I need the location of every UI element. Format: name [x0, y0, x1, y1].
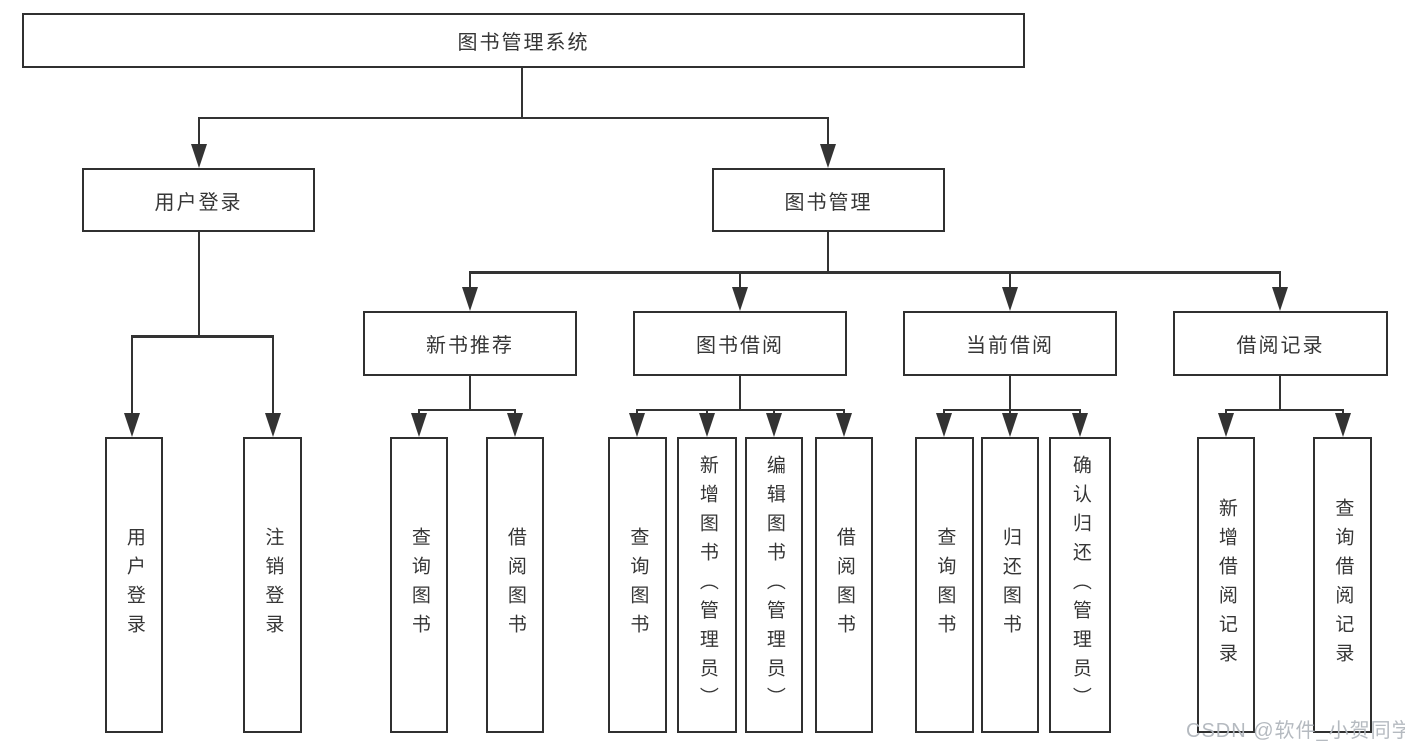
arrow-down-icon	[1335, 413, 1351, 437]
connector-line	[826, 232, 830, 273]
connector-line	[130, 336, 134, 414]
leaf-current-confirm-return-admin: 确认归还（管理员）	[1049, 437, 1111, 733]
leaf-newrec-query-books: 查询图书	[390, 437, 448, 733]
leaf-current-return-books-label: 归还图书	[999, 527, 1021, 643]
connector-line	[468, 272, 472, 289]
arrow-down-icon	[732, 287, 748, 311]
arrow-down-icon	[191, 144, 207, 168]
leaf-borrow-borrow-books-label: 借阅图书	[833, 527, 855, 643]
root-node: 图书管理系统	[22, 13, 1025, 68]
connector-line	[772, 409, 776, 415]
leaf-current-confirm-return-admin-label: 确认归还（管理员）	[1069, 454, 1091, 716]
node-user-login: 用户登录	[82, 168, 315, 232]
leaf-borrow-query-books-label: 查询图书	[627, 527, 649, 643]
connector-line	[1224, 408, 1344, 411]
connector-line	[1278, 376, 1282, 410]
connector-line	[1078, 409, 1082, 415]
root-node-label: 图书管理系统	[457, 32, 590, 54]
node-book-borrowing-label: 图书借阅	[696, 335, 784, 357]
leaf-user-login-label: 用户登录	[123, 527, 145, 643]
arrow-down-icon	[1272, 287, 1288, 311]
leaf-current-query-books-label: 查询图书	[934, 527, 956, 643]
arrow-down-icon	[1002, 413, 1018, 437]
arrow-down-icon	[1218, 413, 1234, 437]
leaf-records-add-record: 新增借阅记录	[1197, 437, 1255, 733]
node-new-book-recommend-label: 新书推荐	[426, 335, 514, 357]
leaf-borrow-edit-books-admin: 编辑图书（管理员）	[745, 437, 803, 733]
connector-line	[635, 408, 845, 411]
arrow-down-icon	[1072, 413, 1088, 437]
connector-line	[738, 272, 742, 289]
leaf-newrec-borrow-books: 借阅图书	[486, 437, 544, 733]
arrow-down-icon	[836, 413, 852, 437]
connector-line	[635, 409, 639, 415]
leaf-borrow-add-books-admin-label: 新增图书（管理员）	[696, 454, 718, 716]
leaf-current-query-books: 查询图书	[915, 437, 974, 733]
node-borrowing-records: 借阅记录	[1173, 311, 1388, 376]
arrow-down-icon	[766, 413, 782, 437]
node-current-borrowing-label: 当前借阅	[966, 335, 1054, 357]
leaf-borrow-query-books: 查询图书	[608, 437, 667, 733]
connector-line	[1008, 272, 1012, 289]
node-current-borrowing: 当前借阅	[903, 311, 1117, 376]
node-book-borrowing: 图书借阅	[633, 311, 847, 376]
arrow-down-icon	[507, 413, 523, 437]
node-borrowing-records-label: 借阅记录	[1236, 335, 1325, 357]
arrow-down-icon	[936, 413, 952, 437]
leaf-newrec-query-books-label: 查询图书	[408, 527, 430, 643]
connector-line	[417, 409, 421, 415]
connector-line	[1008, 409, 1012, 415]
leaf-borrow-edit-books-admin-label: 编辑图书（管理员）	[763, 454, 785, 716]
node-user-login-label: 用户登录	[154, 191, 243, 214]
arrow-down-icon	[265, 413, 281, 437]
connector-line	[197, 232, 201, 337]
connector-line	[468, 271, 1281, 274]
arrow-down-icon	[462, 287, 478, 311]
arrow-down-icon	[124, 413, 140, 437]
node-book-management-label: 图书管理	[784, 191, 873, 214]
connector-line	[130, 335, 274, 338]
connector-line	[197, 117, 201, 146]
connector-line	[738, 376, 742, 410]
connector-line	[271, 336, 275, 414]
leaf-borrow-borrow-books: 借阅图书	[815, 437, 873, 733]
arrow-down-icon	[820, 144, 836, 168]
connector-line	[826, 117, 830, 146]
connector-line	[842, 409, 846, 415]
leaf-records-query-record-label: 查询借阅记录	[1332, 498, 1354, 672]
connector-line	[468, 376, 472, 410]
connector-line	[1224, 409, 1228, 415]
arrow-down-icon	[699, 413, 715, 437]
leaf-records-add-record-label: 新增借阅记录	[1215, 498, 1237, 672]
arrow-down-icon	[1002, 287, 1018, 311]
arrow-down-icon	[629, 413, 645, 437]
leaf-current-return-books: 归还图书	[981, 437, 1039, 733]
leaf-records-query-record: 查询借阅记录	[1313, 437, 1372, 733]
connector-line	[705, 409, 709, 415]
arrow-down-icon	[411, 413, 427, 437]
connector-line	[417, 408, 516, 411]
leaf-newrec-borrow-books-label: 借阅图书	[504, 527, 526, 643]
leaf-borrow-add-books-admin: 新增图书（管理员）	[677, 437, 737, 733]
connector-line	[520, 68, 524, 118]
leaf-logout-login: 注销登录	[243, 437, 302, 733]
node-new-book-recommend: 新书推荐	[363, 311, 577, 376]
leaf-user-login: 用户登录	[105, 437, 163, 733]
connector-line	[513, 409, 517, 415]
connector-line	[942, 409, 946, 415]
leaf-logout-login-label: 注销登录	[262, 527, 284, 643]
connector-line	[198, 116, 829, 119]
connector-line	[1278, 272, 1282, 289]
node-book-management: 图书管理	[712, 168, 945, 232]
csdn-watermark: CSDN @软件_小贺同学	[1186, 720, 1405, 742]
connector-line	[1341, 409, 1345, 415]
connector-line	[942, 408, 1081, 411]
connector-line	[1008, 376, 1012, 410]
